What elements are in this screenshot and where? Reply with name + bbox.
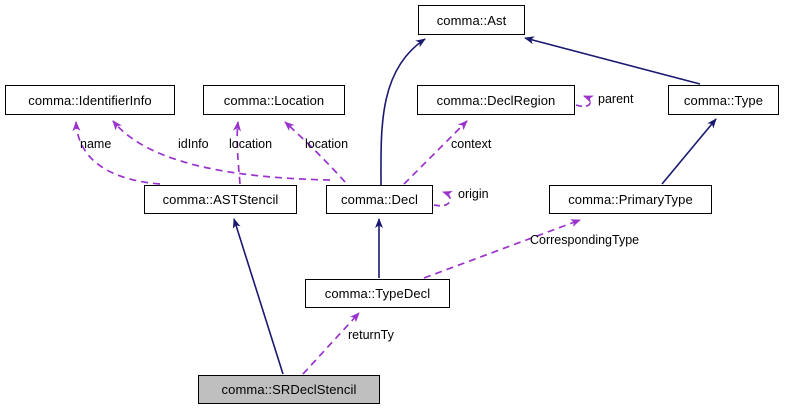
class-node-decl[interactable]: comma::Decl (326, 185, 433, 214)
class-node-location[interactable]: comma::Location (203, 85, 345, 115)
class-node-label: comma::Location (223, 92, 325, 108)
edge-srdeclstencil-to-typedecl-returnty (302, 312, 360, 375)
edge-aststencil-to-location-location (233, 121, 241, 185)
class-node-typedecl[interactable]: comma::TypeDecl (305, 279, 450, 308)
edge-aststencil-to-identifierinfo-name (72, 121, 161, 185)
class-node-primarytype[interactable]: comma::PrimaryType (549, 185, 712, 214)
class-node-identifierinfo[interactable]: comma::IdentifierInfo (5, 85, 175, 115)
edge-label-returnty: returnTy (348, 328, 394, 342)
class-node-label: comma::TypeDecl (324, 286, 431, 301)
class-node-declregion[interactable]: comma::DeclRegion (417, 85, 575, 115)
edge-label-location-1: location (229, 137, 273, 151)
edge-primarytype-to-type (661, 118, 717, 185)
edge-label-name: name (80, 137, 112, 151)
inheritance-edges (232, 36, 717, 375)
edge-label-parent: parent (598, 92, 634, 106)
class-node-aststencil[interactable]: comma::ASTStencil (144, 185, 297, 214)
edge-decl-to-location-location (284, 121, 346, 183)
edge-typedecl-to-primarytype-correspondingtype (423, 219, 581, 279)
edge-type-to-ast (524, 36, 701, 85)
edge-label-correspondingtype: CorrespondingType (530, 233, 640, 247)
edge-label-origin: origin (458, 187, 489, 201)
class-node-label: comma::SRDeclStencil (221, 382, 357, 397)
edge-label-idinfo: idInfo (178, 137, 209, 151)
edge-decl-to-declregion-context (403, 120, 468, 185)
class-node-ast[interactable]: comma::Ast (418, 5, 525, 35)
class-node-label: comma::IdentifierInfo (28, 92, 152, 108)
edge-declregion-self-parent (575, 95, 594, 108)
edge-decl-to-ast (380, 38, 426, 186)
class-node-type[interactable]: comma::Type (668, 85, 779, 115)
class-node-label: comma::Decl (341, 192, 418, 207)
association-edges (72, 95, 594, 375)
edge-label-location-2: location (305, 137, 349, 151)
edge-srdeclstencil-to-aststencil (232, 218, 284, 375)
class-node-srdeclstencil[interactable]: comma::SRDeclStencil (198, 375, 380, 404)
edge-decl-to-identifierinfo-idinfo (112, 120, 331, 181)
edge-label-context: context (451, 137, 492, 151)
class-node-label: comma::DeclRegion (436, 92, 556, 108)
edge-decl-self-origin (433, 191, 453, 207)
class-node-label: comma::PrimaryType (568, 192, 693, 207)
class-node-label: comma::ASTStencil (162, 192, 279, 207)
class-node-label: comma::Type (683, 92, 764, 108)
class-node-label: comma::Ast (436, 12, 507, 28)
